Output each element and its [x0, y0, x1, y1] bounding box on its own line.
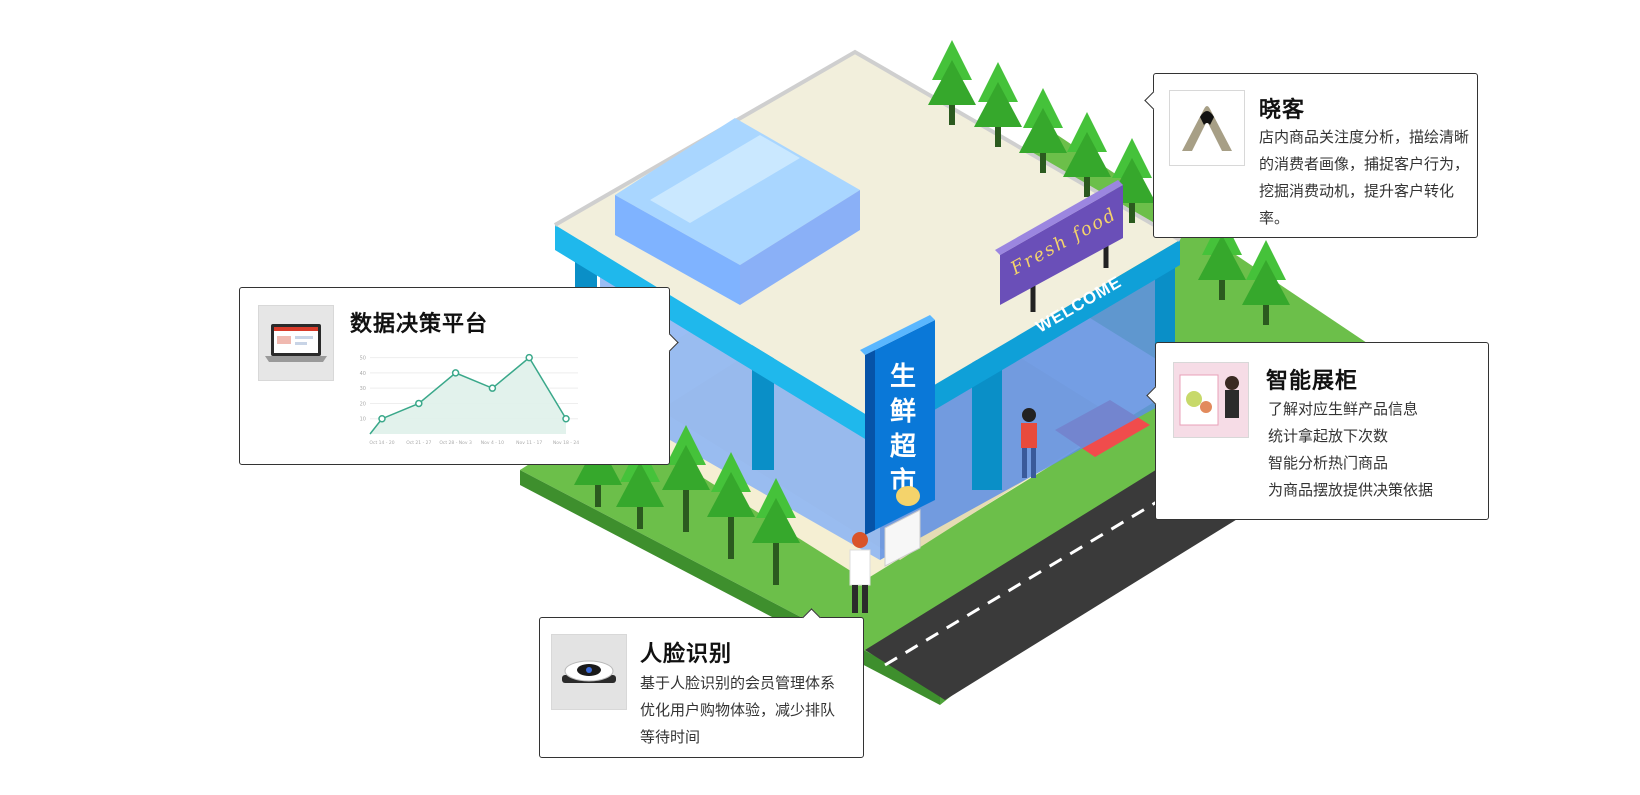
roof-trim-left	[555, 225, 875, 445]
chart-x-tick-label: Nov 11 - 17	[516, 440, 542, 446]
card-description: 了解对应生鲜产品信息 统计拿起放下次数 智能分析热门商品 为商品摆放提供决策依据	[1268, 396, 1433, 504]
chart-point	[378, 414, 386, 423]
chart-y-tick-label: 50	[360, 356, 366, 362]
smart-cabinet-thumbnail	[1173, 362, 1249, 438]
vertical-sign-side	[865, 350, 875, 535]
card-title: 晓客	[1259, 98, 1306, 123]
card-line: 为商品摆放提供决策依据	[1268, 481, 1434, 499]
laptop-icon	[265, 324, 327, 362]
skylight-front	[615, 195, 740, 305]
person-adult-figure	[849, 532, 871, 613]
person-child-figure	[1021, 408, 1037, 478]
card-data-platform: 数据决策平台 10 20 30 40 50 Oct 14 - 20 Oct 21 - 27…	[239, 287, 679, 465]
sign-fresh-food-top	[995, 180, 1123, 255]
chart-y-tick-label: 10	[360, 417, 366, 423]
vertical-sign-board	[865, 320, 935, 535]
trees-back	[928, 40, 1290, 325]
chart-points	[378, 353, 570, 423]
sign-fresh-food-board	[1000, 185, 1123, 305]
glass-wall-right	[880, 250, 1170, 560]
card-description: 基于人脸识别的会员管理体系 优化用户购物体验，减少排队 等待时间	[640, 670, 835, 751]
vertical-sign-char-2: 鲜	[890, 397, 916, 427]
chart-x-tick-label: Nov 4 - 10	[481, 440, 504, 446]
chart-y-ticks: 10 20 30 40 50	[360, 356, 366, 423]
sign-notice-board	[884, 509, 921, 567]
chart-x-tick-label: Nov 18 - 24	[553, 440, 579, 446]
vertical-sign-char-1: 生	[890, 362, 916, 392]
card-description: 店内商品关注度分析，描绘清晰的消费者画像，捕捉客户行为，挖掘消费动机，提升客户转…	[1259, 128, 1470, 227]
face-camera-icon	[562, 660, 616, 683]
chart-point	[451, 369, 460, 377]
laptop-thumbnail	[258, 305, 334, 381]
vertical-sign-chars: 生 鲜 超 市	[890, 362, 917, 497]
camera-device-icon	[1182, 106, 1232, 151]
xiaoke-device-thumbnail	[1169, 90, 1245, 166]
vertical-sign-cap	[860, 315, 935, 355]
card-xiaoke: 晓客 店内商品关注度分析，描绘清晰的消费者画像，捕捉客户行为，挖掘消费动机，提升…	[1144, 73, 1478, 238]
card-line: 等待时间	[640, 728, 701, 746]
roof-edge	[554, 49, 1182, 242]
chart-point	[415, 399, 423, 408]
card-line: 优化用户购物体验，减少排队	[640, 701, 836, 719]
chart-x-tick-label: Oct 21 - 27	[406, 440, 431, 446]
card-face-recognition: 人脸识别 基于人脸识别的会员管理体系 优化用户购物体验，减少排队 等待时间	[539, 608, 864, 758]
chart-area	[370, 357, 566, 434]
card-title: 智能展柜	[1266, 369, 1359, 394]
face-camera-thumbnail	[551, 634, 627, 710]
chart-x-tick-label: Oct 14 - 20	[369, 440, 394, 446]
vertical-sign-char-3: 超	[890, 432, 917, 462]
display-screen-icon	[1174, 363, 1248, 437]
card-title: 数据决策平台	[350, 312, 489, 337]
chart-y-tick-label: 30	[360, 386, 366, 392]
chart-point	[525, 353, 533, 362]
skylight-side	[740, 190, 860, 305]
chart-x-tick-label: Oct 28 - Nov 3	[439, 440, 472, 446]
chart-x-ticks: Oct 14 - 20 Oct 21 - 27 Oct 28 - Nov 3 Nov …	[369, 440, 579, 446]
card-title: 人脸识别	[640, 642, 733, 667]
skylight-stripe	[650, 135, 800, 223]
chart-point	[488, 384, 497, 392]
roof-trim-right	[875, 240, 1180, 445]
card-line: 基于人脸识别的会员管理体系	[640, 674, 836, 692]
chart-y-tick-label: 40	[360, 371, 366, 377]
sign-logo-icon	[896, 486, 920, 506]
card-line: 统计拿起放下次数	[1268, 427, 1389, 445]
card-line: 了解对应生鲜产品信息	[1268, 400, 1419, 418]
chart-point	[562, 414, 570, 423]
chart-y-tick-label: 20	[360, 401, 366, 407]
card-smart-cabinet: 智能展柜 了解对应生鲜产品信息 统计拿起放下次数 智能分析热门商品 为商品摆放提…	[1146, 342, 1489, 520]
card-line: 智能分析热门商品	[1268, 454, 1389, 472]
mini-area-chart: 10 20 30 40 50 Oct 14 - 20 Oct 21 - 27 Oct 28 …	[360, 353, 579, 446]
